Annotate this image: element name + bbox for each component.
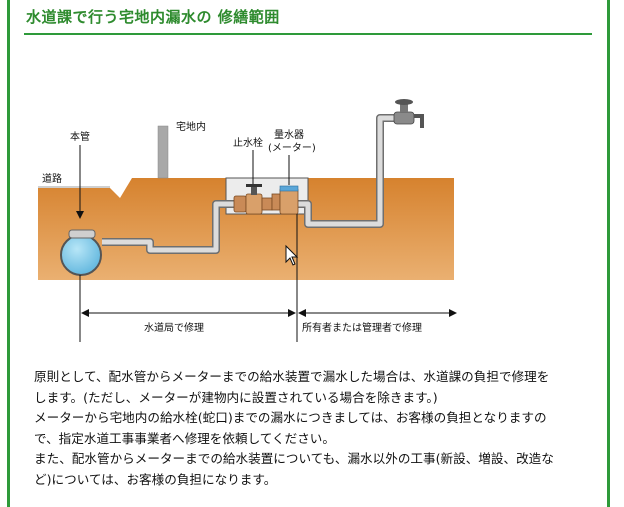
faucet-icon [393,99,424,128]
meter-label: 量水器 [274,129,304,141]
body-line: また、配水管からメーターまでの給水装置についても、漏水以外の工事(新設、増設、改… [34,451,554,466]
frame-left-border [7,0,10,507]
body-line: で、指定水道工事事業者へ修理を依頼してください。 [34,430,335,446]
road-surface [38,186,110,188]
page-title: 水道課で行う宅地内漏水の 修繕範囲 [26,8,280,26]
water-meter-icon [271,185,299,215]
stop-valve-label: 止水栓 [233,136,263,149]
meter-sublabel: (メーター) [268,142,316,154]
frame-right-border [607,0,610,507]
main-pipe-label: 本管 [70,130,90,143]
body-line: 原則として、配水管からメーターまでの給水装置で漏水した場合は、水道課の負担で修理… [34,369,550,384]
water-main-icon [60,234,102,276]
owner-repair-range-label: 所有者または管理者で修理 [302,321,422,334]
stop-valve-icon [233,184,273,215]
repair-policy-text: 原則として、配水管からメーターまでの給水装置で漏水した場合は、水道課の負担で修理… [34,367,586,490]
title-divider [24,33,592,35]
repair-range-diagram: 本管 道路 宅地内 止水栓 量水器 (メーター) 水道局で修理 所有者または管理… [38,99,457,342]
body-line: ど)については、お客様の負担になります。 [34,471,277,487]
body-line: します。(ただし、メーターが建物内に設置されている場合を除きます。) [34,389,438,405]
body-line: メーターから宅地内の給水栓(蛇口)までの漏水につきましては、お客様の負担となりま… [34,410,547,425]
building-wall [157,125,169,179]
residential-land-label: 宅地内 [176,120,206,133]
city-repair-range-label: 水道局で修理 [144,321,204,334]
soil-layer [38,178,454,280]
road-label: 道路 [42,172,62,185]
mouse-cursor-icon [285,244,299,266]
